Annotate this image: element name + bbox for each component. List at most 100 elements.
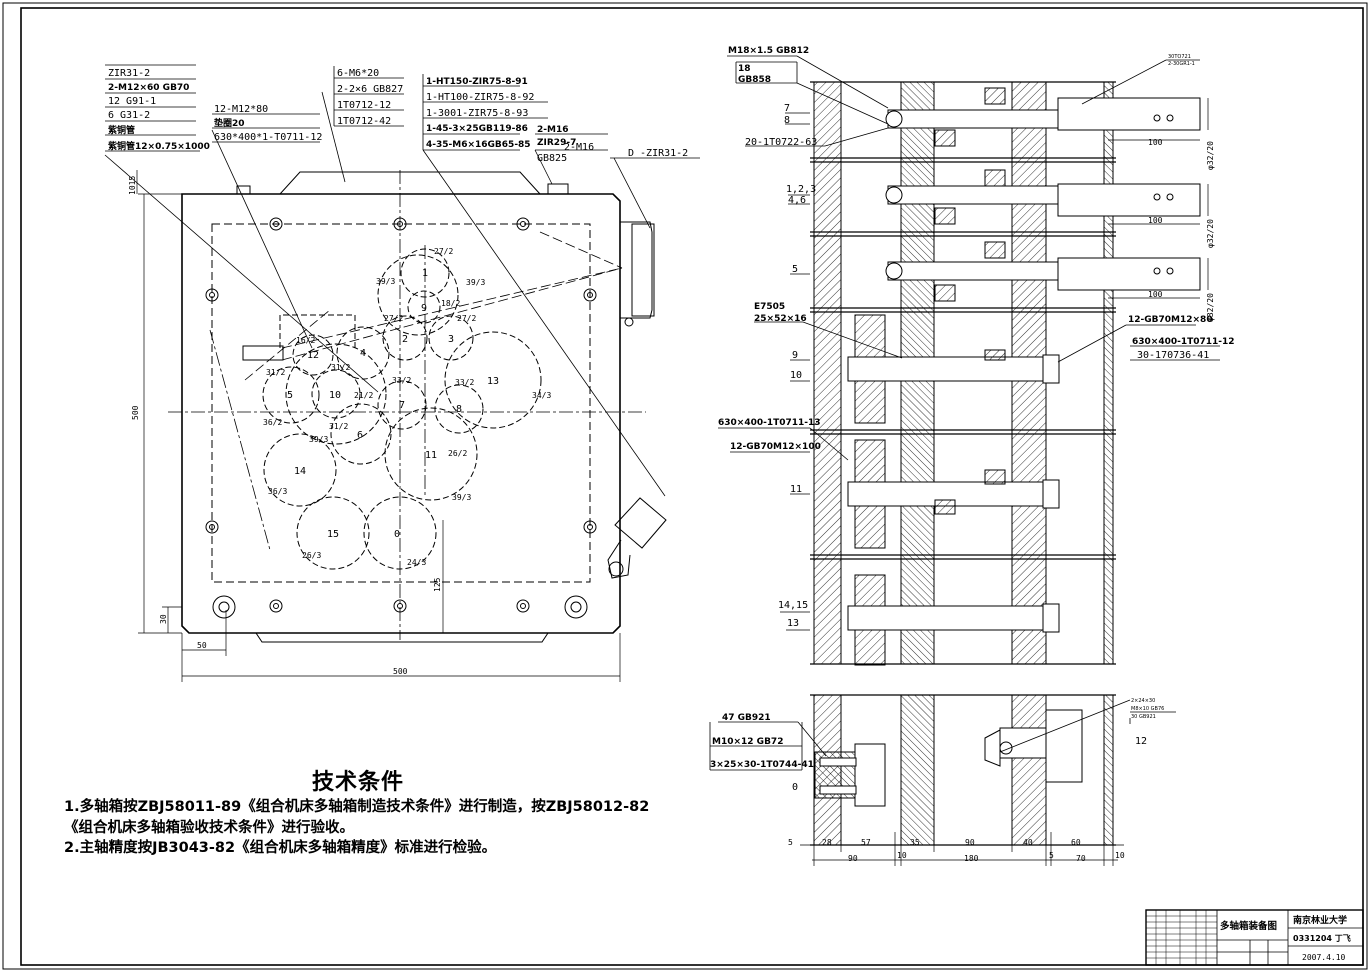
- gear-ratio: 39/3: [376, 277, 395, 286]
- callout-5-line-4: GB825: [537, 153, 567, 164]
- label-d: 7: [784, 103, 790, 114]
- gear-number: 8: [456, 404, 462, 415]
- bottom-dim: 10: [1115, 851, 1125, 860]
- notes-line-1: 1.多轴箱按ZBJ58011-89《组合机床多轴箱制造技术条件》进行制造，按ZB…: [64, 799, 650, 815]
- small-note-1: 2×24×30: [1131, 698, 1155, 704]
- gear-number: 11: [425, 450, 437, 461]
- shaft-rows: [847, 314, 1060, 666]
- gear-ratio: 26/2: [448, 449, 467, 458]
- gear-labels: 1 27/2 9 18/2 2 27/2 3 27/2 4 39/3 12 16…: [263, 247, 551, 567]
- gear-ratio: 18/2: [441, 299, 460, 308]
- spindle-diameter: φ32/20: [1206, 219, 1215, 248]
- bottom-dim: 57: [861, 838, 871, 847]
- callout-3-line-3: 1T0712-12: [337, 100, 391, 111]
- dim-125: 125: [433, 577, 442, 592]
- gear-number: 5: [287, 390, 293, 401]
- dim-width: 500: [393, 667, 408, 676]
- bottom-dim: 5: [788, 838, 793, 847]
- school-name: 南京林业大学: [1293, 914, 1347, 926]
- top-right-note-1: 30TO721: [1168, 54, 1191, 60]
- callout-1-line-1: ZIR31-2: [108, 68, 150, 79]
- section-view: [709, 55, 1220, 866]
- title-block-text: 多轴箱装备图 南京林业大学 0331204 丁飞 2007.4.10: [1220, 914, 1351, 962]
- callout-3-line-1: 6-M6*20: [337, 68, 379, 79]
- callout-6: D -ZIR31-2: [628, 148, 688, 159]
- label-a: M18×1.5 GB812: [728, 46, 809, 56]
- gear-number: 9: [421, 303, 427, 314]
- gear-ratio: 27/2: [384, 314, 403, 323]
- gear-ratio: 16/2: [296, 336, 315, 345]
- bottom-dim-2: 10: [897, 851, 907, 860]
- label-g: 1,2,3: [786, 184, 816, 195]
- callout-1-line-6: 紫铜管12×0.75×1000: [108, 140, 210, 152]
- gear-circles: [262, 248, 542, 570]
- inner-border: [20, 7, 1364, 966]
- spindle-diameter: φ32/20: [1206, 141, 1215, 170]
- drawing-name: 多轴箱装备图: [1220, 920, 1277, 932]
- callout-5-line-2: ZIR29-7: [537, 138, 576, 148]
- callout-4-line-1: 1-HT150-ZIR75-8-91: [426, 77, 528, 87]
- label-n: 630×400-1T0711-13: [718, 418, 821, 428]
- spindle-length: 100: [1148, 290, 1163, 299]
- bottom-dim-2: 5: [1049, 851, 1054, 860]
- title-block: [1145, 909, 1364, 966]
- bottom-dim-2: 70: [1076, 854, 1086, 863]
- callout-4-line-5: 4-35-M6×16GB65-85: [426, 140, 531, 150]
- gear-ratio: 31/2: [331, 363, 350, 372]
- notes-line-2: 《组合机床多轴箱验收技术条件》进行验收。: [64, 820, 354, 836]
- callout-3-line-4: 1T0712-42: [337, 116, 391, 127]
- gear-ratio: 27/2: [434, 247, 453, 256]
- label-k: 25×52×16: [754, 314, 807, 324]
- gear-number: 2: [402, 334, 408, 345]
- callout-5-line-3: 2-M16: [564, 142, 594, 153]
- spindle-length: 100: [1148, 216, 1163, 225]
- bottom-dim-2: 180: [964, 854, 979, 863]
- notes-title: 技术条件: [312, 770, 405, 795]
- dim-bottom-offset: 30: [159, 614, 168, 624]
- label-u: 30-170736-41: [1137, 350, 1209, 361]
- label-y: 0: [792, 782, 798, 793]
- gear-ratio: 39/3: [466, 278, 485, 287]
- label-c: GB858: [738, 75, 771, 85]
- label-v: 47 GB921: [722, 713, 771, 723]
- small-note-3: 30 GB921: [1131, 714, 1156, 720]
- callout-2-line-2: 垫圈20: [214, 117, 245, 129]
- label-i: 5: [792, 264, 798, 275]
- gear-ratio: 33/2: [455, 378, 474, 387]
- top-right-note-2: 2-30GR1-1: [1168, 61, 1195, 67]
- label-j: E7505: [754, 302, 785, 312]
- gear-number: 1: [422, 268, 428, 279]
- bottom-dim: 40: [1023, 838, 1033, 847]
- front-view-dimensions: 500 500 50 30 125 1015: [128, 176, 442, 676]
- callout-4-line-3: 1-3001-ZIR75-8-93: [426, 108, 528, 119]
- bottom-detail: [814, 709, 1083, 807]
- callout-5-line-1: 2-M16: [537, 125, 568, 135]
- gear-number: 13: [487, 376, 499, 387]
- gear-number: 12: [307, 350, 319, 361]
- dim-height: 500: [131, 405, 140, 420]
- label-b: 18: [738, 64, 751, 74]
- callout-2-line-1: 12-M12*80: [214, 104, 268, 115]
- bottom-dim-2: 90: [848, 854, 858, 863]
- spindle-length: 100: [1148, 138, 1163, 147]
- spindle-diameter: φ32/20: [1206, 293, 1215, 322]
- label-t: 630×400-1T0711-12: [1132, 337, 1235, 347]
- front-view-callouts: ZIR31-2 2-M12×60 GB70 12 G91-1 6 G31-2 紫…: [108, 68, 688, 164]
- dim-1015: 1015: [128, 176, 137, 195]
- bottom-dim: 35: [910, 838, 920, 847]
- label-q: 14,15: [778, 600, 808, 611]
- callout-1-line-5: 紫铜管: [108, 124, 135, 136]
- label-h: 4,6: [788, 195, 806, 206]
- label-e: 8: [784, 115, 790, 126]
- spindle-holes: [1153, 114, 1174, 275]
- spindle-rows: [885, 87, 1201, 302]
- label-x: 3×25×30-1T0744-41: [710, 760, 814, 770]
- gear-ratio: 36/3: [268, 487, 287, 496]
- gear-number: 4: [360, 348, 366, 359]
- label-z: 12: [1135, 736, 1147, 747]
- gear-number: 15: [327, 529, 339, 540]
- front-view: [104, 64, 700, 682]
- gear-ratio: 39/3: [309, 435, 328, 444]
- gear-ratio: 33/2: [392, 376, 411, 385]
